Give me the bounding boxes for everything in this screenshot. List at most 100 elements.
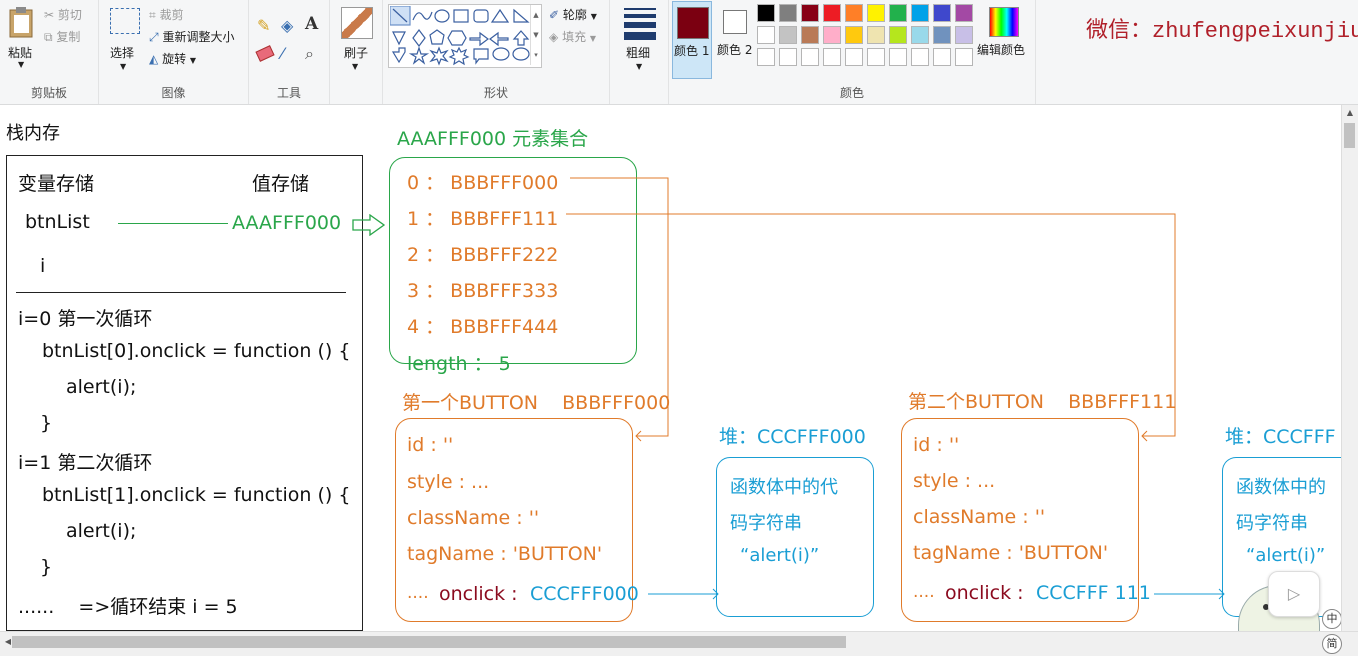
button1-onclick-value: CCCFFF000 [530,583,639,605]
color-swatch[interactable] [757,26,775,44]
color-swatch[interactable] [845,26,863,44]
color-swatch[interactable] [779,48,797,66]
color-swatch[interactable] [867,4,885,22]
color-swatch[interactable] [911,4,929,22]
button1-prop-style: style : ... [407,471,490,493]
line-width-icon [624,8,656,40]
color-swatch[interactable] [801,48,819,66]
color-swatch[interactable] [801,26,819,44]
side-badge-1[interactable]: 中 [1322,609,1342,629]
pencil-icon[interactable]: ✎ [257,16,271,35]
size-group: 粗细 ▼ [610,0,669,104]
color1-button[interactable]: 颜色 1 [672,1,712,79]
color-swatch[interactable] [889,26,907,44]
heap2-title: 堆：CCCFFF [1225,426,1336,448]
color2-button[interactable]: 颜色 2 [715,1,755,79]
btnlist-val: AAAFFF000 [232,212,342,234]
color-swatch[interactable] [867,26,885,44]
cut-button[interactable]: ✂ 剪切 [44,6,82,23]
fill-button[interactable]: ◈ 填充 ▼ [549,28,596,45]
color-swatch[interactable] [955,48,973,66]
button1-title: 第一个BUTTON BBBFFF000 [402,392,671,414]
side-badge-2[interactable]: 简 [1322,634,1342,654]
button1-prop-tagname: tagName : 'BUTTON' [407,543,603,565]
color-swatch[interactable] [889,4,907,22]
vertical-scroll-thumb[interactable] [1344,123,1355,148]
eraser-icon[interactable] [255,45,275,62]
rotate-button[interactable]: ◭ 旋转 ▼ [149,50,196,67]
chevron-down-icon: ▼ [120,62,127,71]
color-swatch[interactable] [889,48,907,66]
fill-bucket-icon[interactable]: ◈ [281,16,294,35]
btnlist-var: btnList [25,211,90,233]
color-swatch[interactable] [823,48,841,66]
color-swatch[interactable] [801,4,819,22]
scroll-left-icon[interactable]: ◀ [4,637,12,646]
button1-onclick-label: onclick : [439,583,518,605]
color-swatch[interactable] [823,4,841,22]
magnifier-icon[interactable]: ⌕ [305,44,314,63]
color-palette [757,0,977,70]
color-swatch[interactable] [845,48,863,66]
stack-title: 栈内存 [6,123,60,144]
vertical-scrollbar[interactable]: ▲ [1341,105,1358,631]
crop-icon: ⌗ [149,8,156,22]
shapes-gallery[interactable]: ▲▼▾ [388,4,542,68]
text-tool-icon[interactable]: A [305,14,319,34]
button2-prop-tagname: tagName : 'BUTTON' [913,542,1109,564]
button1-prop-classname: className : '' [407,507,540,529]
color-swatch[interactable] [779,4,797,22]
color-swatch[interactable] [933,48,951,66]
button2-onclick-value: CCCFFF 111 [1036,582,1151,604]
image-group: 选择 ▼ ⌗ 裁剪 ⤢ 重新调整大小 ◭ 旋转 ▼ 图像 [99,0,249,104]
color-swatch[interactable] [867,48,885,66]
hollow-arrow-icon [352,214,386,236]
outline-button[interactable]: ✐ 轮廓 ▼ [549,6,597,23]
color-swatch[interactable] [757,4,775,22]
crop-button[interactable]: ⌗ 裁剪 [149,6,184,23]
color-swatch[interactable] [845,4,863,22]
horizontal-scroll-thumb[interactable] [12,636,846,648]
clipboard-icon [9,7,33,38]
brushes-button[interactable]: 刷子 ▼ [336,4,376,76]
brushes-group: 刷子 ▼ [330,0,383,104]
color-swatch[interactable] [911,26,929,44]
var-header: 变量存储 [18,173,95,195]
resize-icon: ⤢ [149,30,159,44]
scroll-up-icon[interactable]: ▲ [1346,108,1354,117]
button1-prop-id: id : '' [407,434,454,456]
chevron-down-icon: ▼ [18,60,25,69]
heap1-line1: 函数体中的代 [730,477,838,498]
color-picker-icon[interactable]: ⁄ [281,44,284,63]
horizontal-scrollbar[interactable]: ◀ 简 [0,631,1358,656]
button2-prop-style: style : ... [913,470,996,492]
copy-icon: ⧉ [44,30,53,44]
color-swatch[interactable] [933,26,951,44]
size-button[interactable]: 粗细 ▼ [620,4,660,76]
shapes-group: ▲▼▾ ✐ 轮廓 ▼ ◈ 填充 ▼ 形状 [383,0,610,104]
color-swatch[interactable] [757,48,775,66]
shapes-scroll[interactable]: ▲▼▾ [530,5,541,65]
resize-button[interactable]: ⤢ 重新调整大小 [149,28,234,45]
loop2-title: i=1 第二次循环 [18,452,153,474]
collection-item-1: 1 ： BBBFFF111 [407,208,559,230]
copy-button[interactable]: ⧉ 复制 [44,28,80,45]
color-swatch[interactable] [955,26,973,44]
select-button[interactable]: 选择 ▼ [107,4,143,76]
color-swatch[interactable] [823,26,841,44]
drawing-canvas[interactable]: 栈内存 变量存储 值存储 btnList AAAFFF000 i i=0 第一次… [0,105,1342,633]
play-button[interactable]: ▷ [1268,571,1320,617]
color-swatch[interactable] [955,4,973,22]
heap1-box [716,457,874,617]
outline-label: 轮廓 [562,8,587,22]
color-swatch[interactable] [933,4,951,22]
paste-button[interactable]: 粘贴 ▼ [4,4,38,76]
size-label: 粗细 [626,46,651,60]
rainbow-icon [989,7,1019,37]
edit-colors-button[interactable]: 编辑颜色 [977,1,1033,79]
color-swatch[interactable] [911,48,929,66]
rotate-label: 旋转 [162,52,187,66]
collection-title: AAAFFF000 元素集合 [397,128,589,150]
shapes-group-label: 形状 [483,86,508,100]
color-swatch[interactable] [779,26,797,44]
